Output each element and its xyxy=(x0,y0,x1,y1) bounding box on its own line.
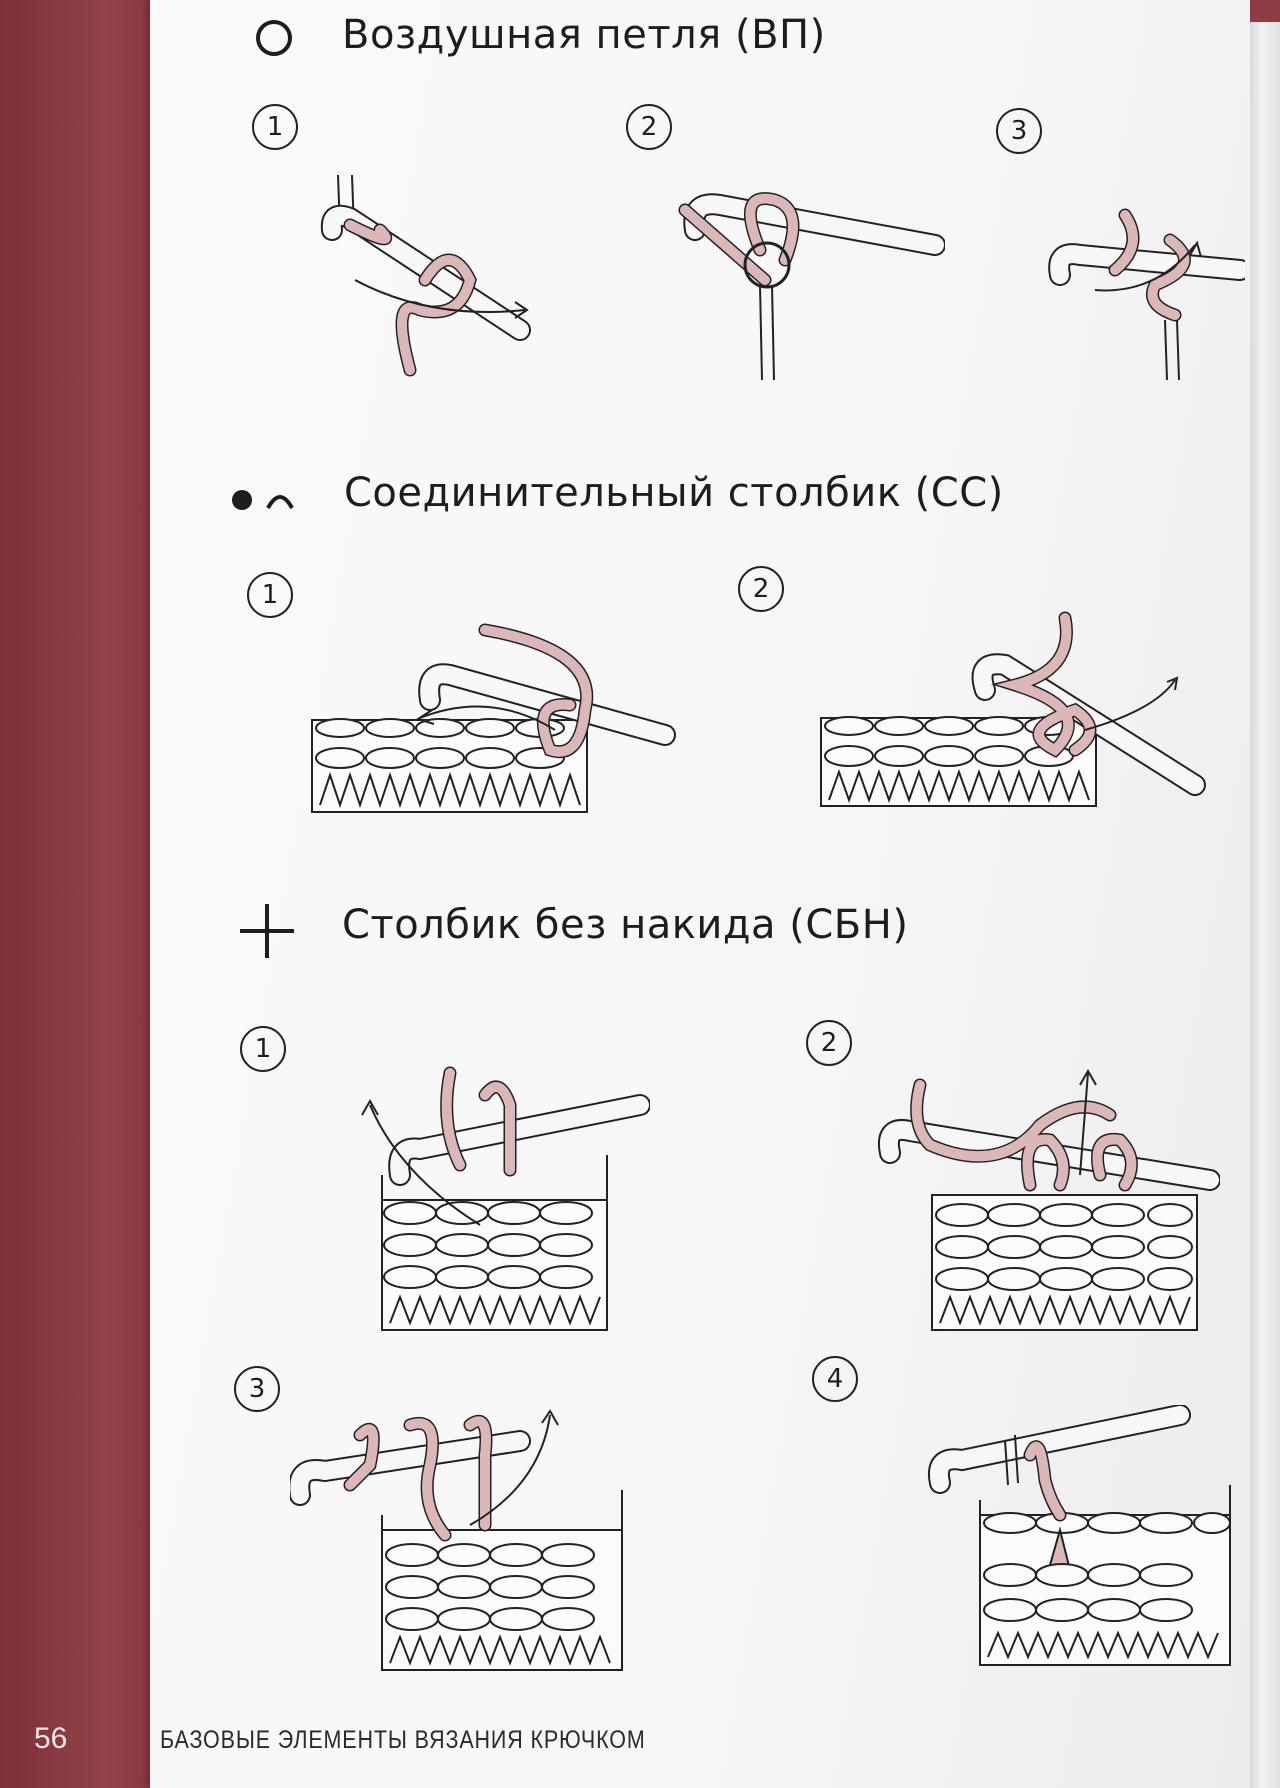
step-number: 3 xyxy=(234,1366,280,1412)
chain-stitch-symbol-icon xyxy=(256,20,292,56)
single-crochet-step-2-illustration xyxy=(878,1068,1220,1331)
chain-step-1-illustration xyxy=(320,174,531,377)
step-number: 1 xyxy=(252,104,298,150)
chain-step-2-illustration xyxy=(678,192,945,381)
chain-step-3-illustration xyxy=(1048,208,1245,381)
stitch-row xyxy=(315,718,581,809)
step-number: 4 xyxy=(812,1356,858,1402)
next-page-edge xyxy=(1250,0,1280,1788)
slip-step-2-illustration xyxy=(820,611,1206,807)
running-title: БАЗОВЫЕ ЭЛЕМЕНТЫ ВЯЗАНИЯ КРЮЧКОМ xyxy=(160,1726,646,1754)
book-spine xyxy=(0,0,150,1788)
page-number: 56 xyxy=(34,1722,68,1755)
step-number: 1 xyxy=(240,1026,286,1072)
step-number: 2 xyxy=(806,1020,852,1066)
step-number: 3 xyxy=(996,108,1042,154)
section-title-chain: Воздушная петля (ВП) xyxy=(342,12,826,58)
step-number: 2 xyxy=(738,566,784,612)
book-page xyxy=(150,0,1250,1788)
single-crochet-step-4-illustration xyxy=(928,1405,1231,1666)
slip-step-1-illustration xyxy=(311,623,676,813)
single-crochet-step-1-illustration xyxy=(361,1066,650,1331)
step-number: 1 xyxy=(247,572,293,618)
corner-tab xyxy=(1250,0,1280,22)
section-title-slip: Соединительный столбик (СС) xyxy=(344,470,1004,516)
single-crochet-step-3-illustration xyxy=(290,1409,623,1671)
single-crochet-symbol-icon xyxy=(240,904,294,958)
section-title-single-crochet: Столбик без накида (СБН) xyxy=(342,902,909,948)
step-number: 2 xyxy=(626,104,672,150)
slip-stitch-symbol-icon xyxy=(232,490,294,510)
